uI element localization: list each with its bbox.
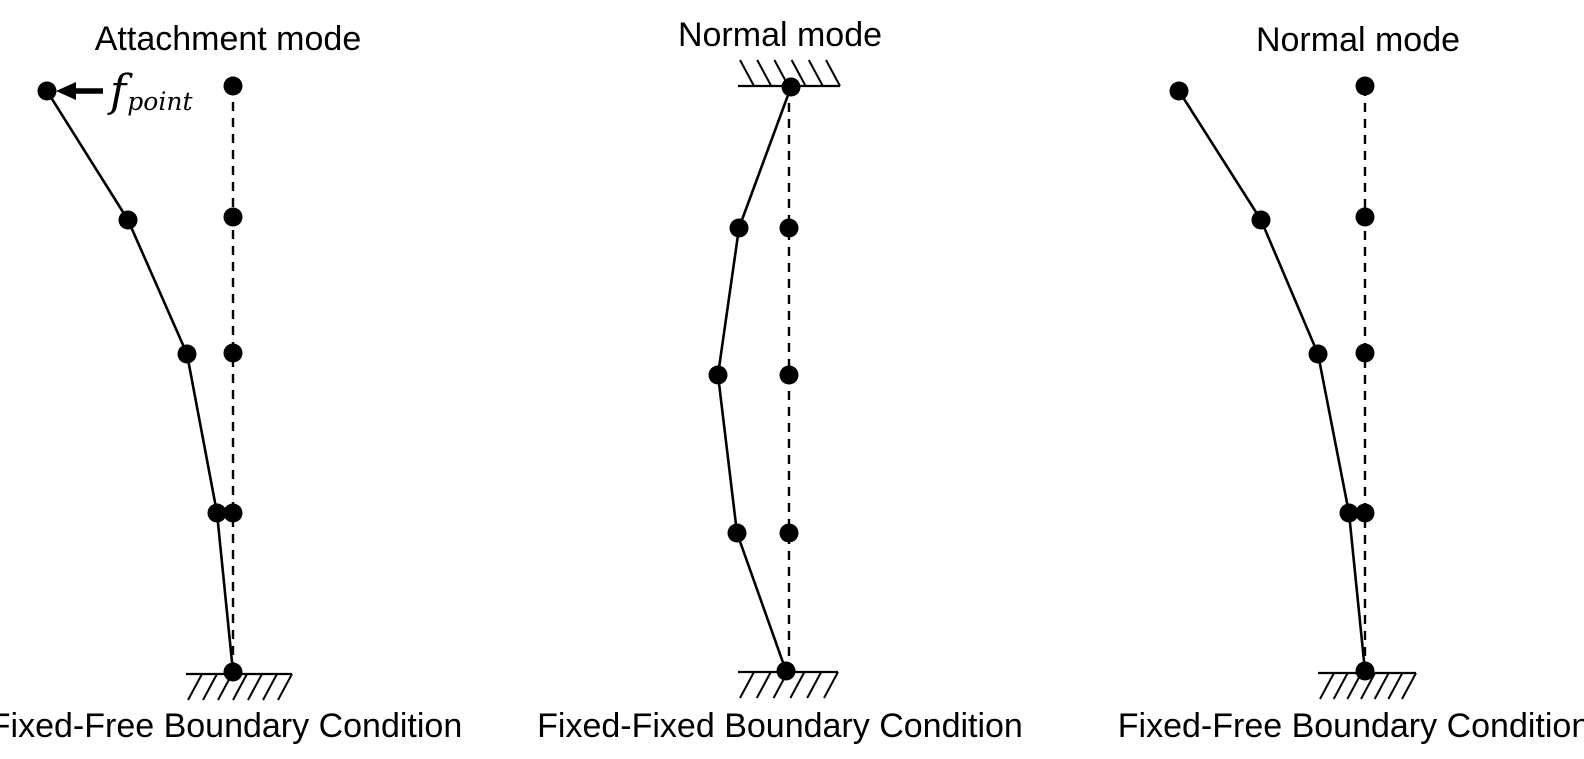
caption-fixed-free-left: Fixed-Free Boundary Condition — [0, 707, 463, 745]
caption-fixed-fixed: Fixed-Fixed Boundary Condition — [537, 707, 1023, 745]
force-symbol: f — [110, 66, 127, 117]
normal-mode-fixed-fixed-bottom-support-hatch — [806, 671, 823, 699]
attachment-mode-fixed-free-deformed-node — [118, 210, 138, 230]
normal-mode-fixed-free-deformed-node — [1355, 661, 1375, 681]
normal-mode-fixed-free-bottom-support-hatch — [1319, 672, 1335, 700]
attachment-mode-fixed-free-bottom-support-hatch — [187, 673, 203, 701]
attachment-mode-fixed-free-deformed-node — [177, 344, 197, 364]
title-normal-mode-center: Normal mode — [677, 16, 883, 54]
normal-mode-fixed-free-undeformed-node — [1355, 343, 1375, 363]
normal-mode-fixed-fixed-bottom-support-hatch — [823, 671, 839, 699]
normal-mode-fixed-fixed-undeformed-node — [779, 218, 799, 238]
normal-mode-fixed-fixed-deformed-node — [776, 661, 796, 681]
normal-mode-fixed-fixed-bottom-support-hatch — [755, 671, 772, 699]
normal-mode-fixed-fixed-deformed-node — [727, 523, 747, 543]
normal-mode-fixed-fixed-deformed-shape — [716, 86, 793, 672]
normal-mode-fixed-free-bottom-support-hatch — [1387, 672, 1404, 700]
title-normal-mode-right: Normal mode — [1255, 21, 1461, 59]
attachment-mode-fixed-free-bottom-support-hatch — [247, 673, 263, 701]
attachment-mode-fixed-free-undeformed-node — [223, 76, 243, 96]
normal-mode-fixed-free-undeformed-node — [1355, 503, 1375, 523]
attachment-mode-fixed-free-deformed-node — [223, 662, 243, 682]
normal-mode-fixed-fixed-top-support-hatch — [807, 59, 824, 87]
attachment-mode-fixed-free-bottom-support-hatch — [202, 673, 218, 701]
attachment-mode-fixed-free-undeformed-node — [223, 343, 243, 363]
normal-mode-fixed-fixed-bottom-support-hatch — [739, 671, 755, 699]
attachment-mode-fixed-free-bottom-support-hatch — [277, 673, 293, 701]
normal-mode-fixed-free-deformed-node — [1339, 503, 1359, 523]
attachment-mode-fixed-free-bottom-support-hatch — [262, 673, 278, 701]
normal-mode-fixed-free-bottom-support-hatch — [1332, 672, 1349, 700]
force-subscript: point — [127, 87, 193, 116]
normal-mode-fixed-fixed-top-support-hatch — [756, 59, 773, 87]
normal-mode-fixed-free-bottom-support-hatch — [1401, 672, 1417, 700]
caption-fixed-free-right: Fixed-Free Boundary Condition — [1117, 707, 1584, 745]
normal-mode-fixed-fixed-top-support-hatch — [790, 59, 807, 87]
normal-mode-fixed-fixed-deformed-node — [781, 77, 801, 97]
normal-mode-fixed-fixed-bottom-support-hatch — [789, 671, 806, 699]
normal-mode-fixed-free-deformed-node — [1308, 344, 1328, 364]
attachment-mode-fixed-free-bottom-support-hatch — [232, 673, 248, 701]
normal-mode-fixed-fixed-top-support-hatch — [825, 59, 841, 87]
normal-mode-fixed-fixed-deformed-node — [729, 218, 749, 238]
attachment-mode-fixed-free-deformed-node — [207, 503, 227, 523]
normal-mode-fixed-free-undeformed-node — [1355, 76, 1375, 96]
normal-mode-fixed-free-deformed-shape — [1177, 90, 1367, 672]
attachment-mode-fixed-free-undeformed-node — [223, 503, 243, 523]
title-attachment-mode: Attachment mode — [94, 20, 362, 58]
normal-mode-fixed-fixed-undeformed-node — [779, 365, 799, 385]
normal-mode-fixed-fixed-top-support-hatch — [739, 59, 755, 87]
normal-mode-fixed-fixed-undeformed-node — [779, 523, 799, 543]
attachment-mode-fixed-free-deformed-shape — [45, 90, 235, 673]
normal-mode-fixed-free-deformed-node — [1251, 210, 1271, 230]
normal-mode-fixed-free-bottom-support-hatch — [1373, 672, 1390, 700]
attachment-mode-fixed-free-undeformed-node — [223, 207, 243, 227]
normal-mode-fixed-free-bottom-support-hatch — [1360, 672, 1376, 700]
attachment-mode-fixed-free-deformed-node — [37, 81, 57, 101]
normal-mode-fixed-fixed-deformed-node — [708, 365, 728, 385]
normal-mode-fixed-free-deformed-node — [1169, 81, 1189, 101]
normal-mode-fixed-free-undeformed-node — [1355, 207, 1375, 227]
force-arrow-head — [56, 82, 76, 100]
